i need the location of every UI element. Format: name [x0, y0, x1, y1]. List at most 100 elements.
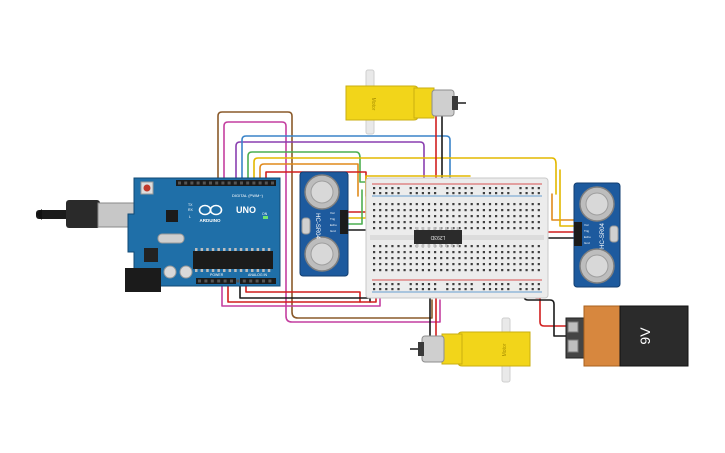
- breadboard-hole: [427, 192, 431, 195]
- chip-pin: [245, 248, 248, 251]
- breadboard-hole: [452, 215, 455, 218]
- breadboard-hole: [379, 245, 382, 248]
- breadboard-hole: [507, 288, 510, 291]
- breadboard-hole: [513, 263, 516, 266]
- breadboard-hole: [531, 203, 534, 206]
- breadboard-hole: [403, 227, 406, 230]
- sensor-right-pin-header[interactable]: [574, 222, 582, 246]
- breadboard-hole: [501, 187, 504, 190]
- breadboard-hole: [501, 221, 504, 224]
- breadboard-hole: [391, 209, 394, 212]
- dc-motor-bottom[interactable]: Motor: [410, 317, 531, 383]
- breadboard-hole: [397, 257, 400, 260]
- breadboard-hole: [470, 221, 473, 224]
- breadboard-hole: [488, 257, 492, 260]
- wire-red-battery[interactable]: [535, 297, 567, 327]
- arduino-uno-board[interactable]: ARDUINO UNO DIGITAL (PWM~) TX RX ON L PO…: [36, 177, 281, 292]
- breadboard-hole: [397, 269, 400, 272]
- rx-label: RX: [188, 208, 194, 212]
- wire-blue-top[interactable]: [241, 135, 451, 197]
- breadboard-hole: [470, 215, 473, 218]
- breadboard-hole: [482, 203, 485, 206]
- breadboard-hole: [525, 288, 528, 291]
- ultrasonic-sensor-left[interactable]: HC-SR04 Vcc Trig Echo Gnd: [299, 171, 349, 277]
- breadboard-hole: [537, 227, 540, 230]
- wire-orange-right[interactable]: [551, 193, 577, 221]
- breadboard-hole: [434, 288, 437, 291]
- breadboard-hole: [427, 269, 431, 272]
- chip-pin: [211, 269, 215, 272]
- breadboard-hole: [507, 283, 510, 286]
- breadboard-hole: [391, 288, 394, 291]
- breadboard-hole: [495, 203, 498, 206]
- chip-pin: [245, 269, 248, 272]
- breadboard-hole: [397, 288, 400, 291]
- breadboard-hole: [495, 288, 498, 291]
- breadboard-hole: [434, 283, 437, 286]
- sensor-right-transducer-top-inner: [585, 192, 609, 216]
- breadboard-hole: [519, 245, 522, 248]
- wire-yellow-top[interactable]: [253, 157, 557, 195]
- header-pin: [221, 181, 225, 185]
- digital-header[interactable]: [176, 180, 276, 186]
- breadboard-hole: [446, 221, 449, 224]
- breadboard-hole: [415, 251, 418, 254]
- wire-green-top[interactable]: [247, 151, 369, 184]
- breadboard-hole: [434, 187, 437, 190]
- header-pin: [252, 181, 256, 185]
- power-header[interactable]: [196, 278, 236, 284]
- motor-driver-chip-label: L293D: [430, 234, 445, 240]
- breadboard-hole: [458, 192, 461, 195]
- breadboard-hole: [373, 257, 376, 260]
- breadboard-hole: [507, 245, 510, 248]
- breadboard-hole: [495, 192, 498, 195]
- capacitor-2: [179, 265, 193, 279]
- header-pin: [204, 279, 208, 283]
- breadboard-hole: [488, 221, 492, 224]
- breadboard-hole: [482, 263, 485, 266]
- breadboard-hole: [385, 245, 388, 248]
- header-pin: [255, 279, 259, 283]
- wire-brown-top[interactable]: [217, 111, 433, 319]
- wire-sensor-left-green[interactable]: [347, 189, 363, 225]
- breadboard-hole: [501, 283, 504, 286]
- breadboard-hole: [464, 245, 467, 248]
- sensor-left-pin-gnd: Gnd: [330, 229, 336, 233]
- chip-pin: [262, 248, 265, 251]
- breadboard-hole: [434, 203, 437, 206]
- breadboard-hole: [495, 263, 498, 266]
- chip-pin: [267, 248, 271, 251]
- motor-driver-chip[interactable]: [414, 230, 462, 244]
- breadboard-hole: [440, 221, 443, 224]
- dc-motor-top[interactable]: Motor: [345, 69, 466, 135]
- breadboard-hole: [403, 245, 406, 248]
- breadboard-hole: [427, 257, 431, 260]
- chip-pin: [456, 244, 460, 247]
- usb-chip: [166, 210, 178, 222]
- sensor-left-pin-header[interactable]: [340, 210, 348, 234]
- breadboard-hole: [470, 251, 473, 254]
- wire-magenta-top[interactable]: [223, 121, 441, 323]
- breadboard-hole: [488, 263, 492, 266]
- chip-pin: [234, 269, 237, 272]
- breadboard-hole: [537, 192, 540, 195]
- breadboard-hole: [482, 245, 485, 248]
- ultrasonic-sensor-right[interactable]: HC-SR04 Vcc Trig Echo Gnd: [573, 182, 621, 288]
- motor-top-can: [431, 89, 455, 117]
- header-pin: [198, 279, 201, 283]
- breadboard-hole: [409, 187, 412, 190]
- wire-black-bottom[interactable]: [239, 282, 371, 303]
- breadboard-hole: [415, 203, 418, 206]
- battery-9v[interactable]: 9V: [565, 305, 689, 367]
- breadboard-hole: [482, 215, 485, 218]
- breadboard-hole: [446, 283, 449, 286]
- wire-purple-top[interactable]: [235, 141, 425, 197]
- breadboard-hole: [525, 251, 528, 254]
- reset-button-cap[interactable]: [143, 184, 151, 192]
- breadboard-hole: [464, 257, 467, 260]
- wire-sensor-right-yellow[interactable]: [559, 169, 577, 227]
- breadboard-hole: [519, 221, 522, 224]
- wire-red-bottom[interactable]: [245, 282, 361, 303]
- wire-orange-top[interactable]: [259, 163, 359, 197]
- breadboard[interactable]: L293D: [365, 177, 549, 299]
